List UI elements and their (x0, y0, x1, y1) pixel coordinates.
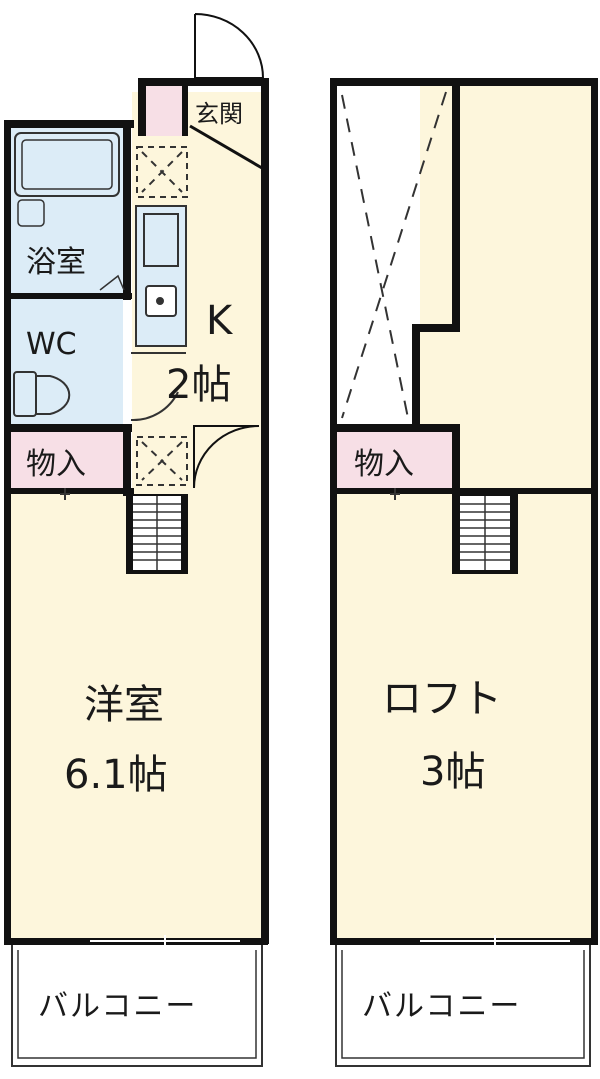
kitchen-closet-lower (136, 436, 188, 486)
balcony-window-mark (90, 935, 240, 947)
window-mark (60, 488, 70, 500)
bathtub (14, 132, 120, 197)
balcony-right-outline (335, 945, 591, 1067)
void-dashed-x (341, 91, 447, 419)
bath-label: 浴室 (26, 245, 86, 280)
storage-floor-left (10, 432, 123, 490)
western-room-name-label: 洋室 (84, 682, 164, 728)
window-mark-right (390, 488, 400, 500)
western-room-size-label: 6.1帖 (64, 752, 168, 798)
balcony-label-right: バルコニー (362, 989, 521, 1024)
toilet-icon (13, 371, 71, 417)
room-door-arc (193, 425, 260, 489)
entrance-step-border (182, 86, 188, 136)
kitchen-closet-upper (136, 146, 188, 198)
balcony-label-left: バルコニー (38, 989, 197, 1024)
entrance-label: 玄関 (195, 100, 243, 128)
entrance-step-edge (189, 124, 263, 170)
room-door-swing (193, 425, 259, 488)
storage-label-right: 物入 (354, 447, 414, 482)
loft-name-label: ロフト (382, 676, 502, 722)
entrance-door-swing (194, 13, 265, 79)
bath-sink (17, 199, 45, 227)
balcony-right-inner (341, 950, 585, 1059)
wc-label: WC (26, 327, 77, 362)
balcony-left-outline (11, 945, 263, 1067)
bathtub-inner (21, 139, 113, 190)
entrance-step (140, 82, 182, 136)
balcony-window-mark-right (420, 935, 570, 947)
stairs-left (133, 496, 181, 570)
kitchen-name-label: K (206, 298, 234, 344)
balcony-left-inner (17, 950, 257, 1059)
storage-label-left: 物入 (26, 447, 86, 482)
wc-door-arc (130, 391, 179, 422)
loft-size-label: 3帖 (420, 749, 485, 795)
storage-floor-right (337, 432, 454, 490)
stairs-right (460, 496, 510, 570)
kitchen-size-label: 2帖 (166, 362, 231, 408)
kitchen-counter (135, 205, 187, 347)
bath-floor-corner (99, 274, 125, 291)
